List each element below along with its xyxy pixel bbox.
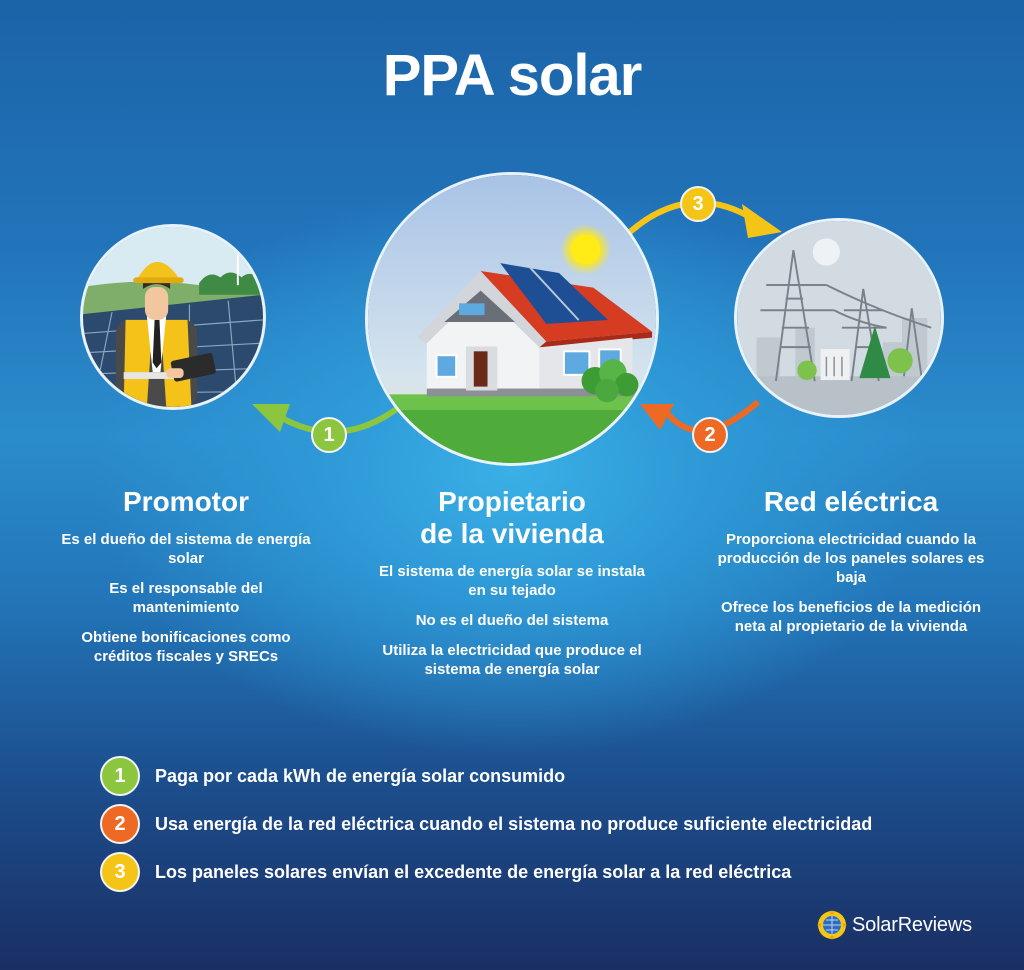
legend-badge-3: 3	[100, 852, 140, 892]
promotor-point: Es el responsable del mantenimiento	[109, 580, 263, 616]
sun-solar-panel-icon	[817, 910, 847, 940]
propietario-heading: Propietario de la vivienda	[372, 486, 652, 550]
arrowhead-1-icon	[252, 404, 290, 432]
promotor-heading: Promotor	[123, 486, 249, 517]
propietario-column: Propietario de la vivienda El sistema de…	[372, 486, 652, 690]
propietario-point: Utiliza la electricidad que produce el s…	[382, 642, 642, 678]
house-solar-icon	[368, 175, 656, 463]
promotor-point: Es el dueño del sistema de energía solar	[61, 531, 311, 567]
power-grid-icon	[737, 221, 941, 415]
flow-badge-3: 3	[680, 186, 716, 222]
legend: 1 Paga por cada kWh de energía solar con…	[100, 752, 872, 896]
flow-badge-1: 1	[311, 417, 347, 453]
page-title: PPA solar	[382, 43, 643, 108]
propietario-point: El sistema de energía solar se instala e…	[379, 563, 645, 599]
arrowhead-2-icon	[640, 404, 674, 430]
red-electrica-column: Red eléctrica Proporciona electricidad c…	[706, 486, 996, 647]
red-electrica-point: Ofrece los beneficios de la medición net…	[720, 599, 982, 635]
legend-text: Paga por cada kWh de energía solar consu…	[155, 765, 566, 786]
legend-text: Los paneles solares envían el excedente …	[155, 861, 792, 882]
propietario-heading-line1: Propietario	[438, 486, 586, 517]
red-electrica-point: Proporciona electricidad cuando la produ…	[717, 531, 985, 586]
promotor-point: Obtiene bonificaciones como créditos fis…	[81, 629, 291, 665]
solarreviews-logo: SolarReviews	[817, 910, 972, 940]
legend-badge-1: 1	[100, 756, 140, 796]
red-electrica-illustration	[734, 218, 944, 418]
propietario-point: No es el dueño del sistema	[415, 612, 609, 629]
promotor-column: Promotor Es el dueño del sistema de ener…	[56, 486, 316, 677]
propietario-heading-line2: de la vivienda	[420, 518, 604, 549]
legend-item: 1 Paga por cada kWh de energía solar con…	[100, 752, 872, 800]
engineer-icon	[83, 227, 263, 407]
legend-item: 2 Usa energía de la red eléctrica cuando…	[100, 800, 872, 848]
logo-text: SolarReviews	[852, 913, 972, 936]
legend-item: 3 Los paneles solares envían el excedent…	[100, 848, 872, 896]
legend-badge-2: 2	[100, 804, 140, 844]
arrowhead-3-icon	[742, 204, 782, 238]
legend-text: Usa energía de la red eléctrica cuando e…	[155, 813, 873, 834]
red-electrica-heading: Red eléctrica	[763, 486, 939, 517]
flow-badge-2: 2	[692, 417, 728, 453]
propietario-illustration	[365, 172, 659, 466]
promotor-illustration	[80, 224, 266, 410]
